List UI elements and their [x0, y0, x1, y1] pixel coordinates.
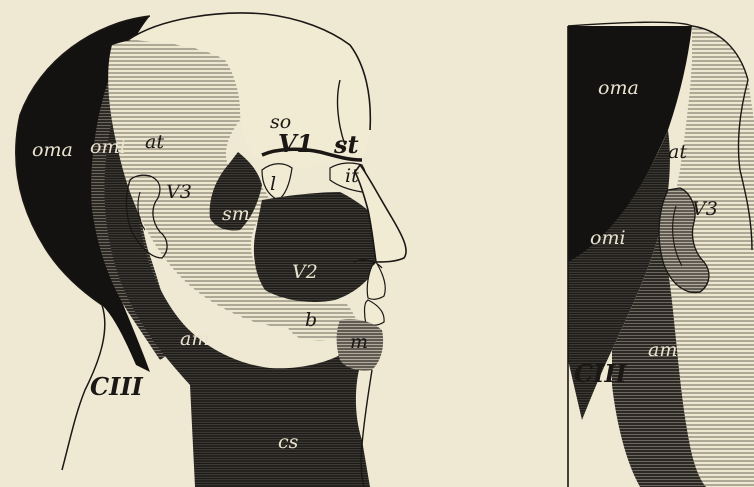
label-at-right: at [668, 141, 687, 163]
label-l: l [270, 173, 276, 195]
label-v3: V3 [166, 181, 192, 203]
label-b: b [305, 309, 317, 331]
label-sm: sm [222, 203, 250, 225]
label-v1: V1 [278, 129, 313, 158]
label-cs: cs [278, 431, 299, 453]
label-ciii: CIII [90, 372, 144, 401]
label-st: st [333, 130, 359, 159]
label-omi-right: omi [590, 227, 626, 249]
label-am-right: am [648, 339, 677, 361]
label-omi: omi [90, 136, 126, 158]
label-it: it [345, 165, 359, 187]
label-ciii-right: CIII [574, 359, 628, 388]
label-at: at [145, 131, 164, 153]
label-oma: oma [32, 139, 73, 161]
lower-lip [365, 300, 385, 325]
left-head-figure: oma omi at so V1 st it l V3 sm V2 b m am… [16, 13, 406, 487]
right-head-figure: oma at V3 omi am CIII [568, 22, 754, 487]
label-m: m [350, 331, 368, 353]
label-v3-right: V3 [692, 198, 718, 220]
label-v2: V2 [292, 261, 318, 283]
label-am: am [180, 328, 209, 350]
label-oma-right: oma [598, 77, 639, 99]
region-v2 [254, 192, 375, 302]
